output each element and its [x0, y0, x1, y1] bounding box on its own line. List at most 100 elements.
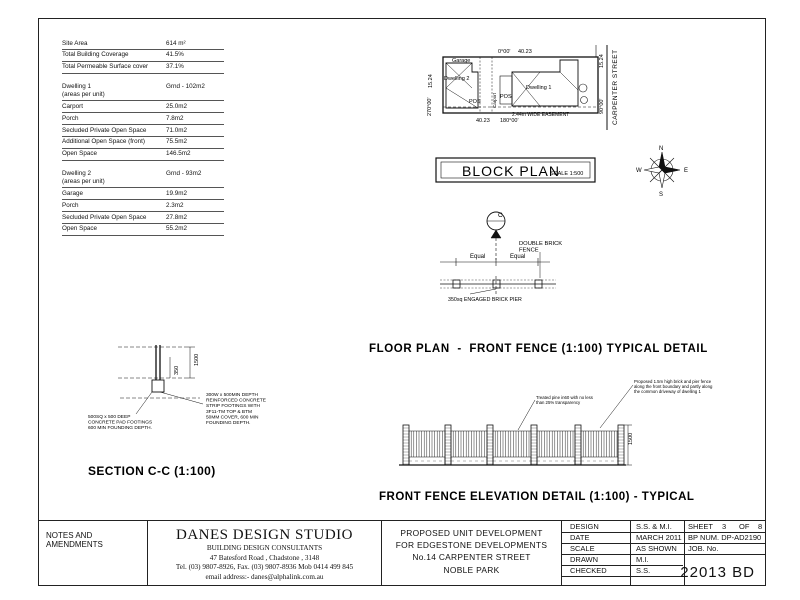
- compass-n: N: [659, 146, 663, 152]
- area-row: Secluded Private Open Space 27.8m2: [62, 212, 224, 224]
- equal-label-1: Equal: [470, 254, 485, 260]
- sheet-value: 3: [722, 522, 727, 531]
- dim-bottom: 40.23: [476, 118, 490, 124]
- area-label: Carport: [62, 102, 83, 110]
- drawn-key: DRAWN: [570, 555, 599, 564]
- area-row: Open Space 55.2m2: [62, 224, 224, 236]
- area-value: 614 m²: [166, 39, 186, 47]
- area-value: 25.0m2: [166, 102, 188, 110]
- area-value: Grnd - 102m2: [166, 83, 205, 91]
- block-plan-scale: SCALE 1:500: [550, 171, 583, 177]
- project-block: PROPOSED UNIT DEVELOPMENT FOR EDGESTONE …: [382, 521, 562, 586]
- dim-top: 40.23: [518, 49, 532, 55]
- studio-email: email address:- danes@alphalink.com.au: [205, 573, 324, 582]
- compass-s: S: [659, 192, 663, 198]
- fence-elevation: [399, 384, 634, 466]
- area-value: 55.2m2: [166, 225, 188, 233]
- area-label: Dwelling 2 (areas per unit): [62, 170, 105, 185]
- checked-key: CHECKED: [570, 566, 607, 575]
- dwelling-2-label: Dwelling 2: [444, 76, 469, 82]
- street-label: CARPENTER STREET: [612, 49, 619, 125]
- project-line-4: NOBLE PARK: [443, 564, 500, 575]
- area-label: Porch: [62, 201, 79, 209]
- drawing-sheet: [38, 18, 766, 586]
- area-value: 41.5%: [166, 51, 184, 59]
- area-value: 146.5m2: [166, 150, 191, 158]
- design-key: DESIGN: [570, 522, 599, 531]
- area-label: Porch: [62, 114, 79, 122]
- area-label: Open Space: [62, 150, 98, 158]
- studio-block: DANES DESIGN STUDIO BUILDING DESIGN CONS…: [148, 521, 382, 586]
- area-label: Open Space: [62, 225, 98, 233]
- elevation-title: FRONT FENCE ELEVATION DETAIL (1:100) - T…: [379, 491, 694, 503]
- carport-outline: [499, 75, 513, 105]
- area-label: Garage: [62, 189, 84, 197]
- brick-pier: [574, 424, 582, 466]
- area-value: 7.8m2: [166, 114, 184, 122]
- equal-label-2: Equal: [510, 254, 525, 260]
- studio-address: 47 Batesford Road , Chadstone , 3148: [209, 553, 320, 562]
- bearing-top: 0°00': [498, 49, 510, 55]
- section-dim-1500: 1500: [194, 354, 200, 366]
- studio-tel: Tel. (03) 9807-8926, Fax. (03) 9807-8936…: [175, 563, 354, 572]
- project-line-2: FOR EDGESTONE DEVELOPMENTS: [395, 540, 548, 551]
- date-key: DATE: [570, 533, 590, 542]
- studio-name: DANES DESIGN STUDIO: [176, 527, 353, 543]
- scale-key: SCALE: [570, 544, 595, 553]
- brick-pier: [530, 424, 538, 466]
- section-marker-letter: C: [498, 212, 503, 219]
- area-row: Open Space 146.5m2: [62, 149, 224, 161]
- site-boundary: [442, 56, 599, 114]
- area-label: Secluded Private Open Space: [62, 213, 147, 221]
- design-value: S.S. & M.I.: [636, 522, 672, 531]
- area-value: 75.5m2: [166, 138, 188, 146]
- brick-pier-label: 350sq ENGAGED BRICK PIER: [448, 297, 522, 303]
- area-label: Total Permeable Surface cover: [62, 63, 149, 71]
- pos-label-2: POS: [469, 99, 481, 105]
- area-value: 71.0m2: [166, 126, 188, 134]
- pos-label-1: POS: [500, 94, 512, 100]
- project-line-1: PROPOSED UNIT DEVELOPMENT: [400, 528, 543, 538]
- area-label: Additional Open Space (front): [62, 138, 145, 146]
- easement-label: 2.44m WIDE EASEMENT: [512, 112, 569, 118]
- area-label: Total Building Coverage: [62, 51, 129, 59]
- area-row: Total Permeable Surface cover 37.1%: [62, 62, 224, 74]
- area-row: Carport 25.0m2: [62, 101, 224, 114]
- block-plan-title: BLOCK PLAN: [462, 163, 560, 179]
- brick-pier: [444, 424, 452, 466]
- dwelling-1-outline: [511, 59, 579, 107]
- scale-value: AS SHOWN: [636, 544, 677, 553]
- studio-consult: BUILDING DESIGN CONSULTANTS: [206, 544, 323, 552]
- checked-value: S.S.: [636, 566, 651, 575]
- bp-number: BP NUM. DP-AD2190: [688, 533, 762, 542]
- bearing-bottom: 180°00': [500, 118, 519, 124]
- block-plan-title-box: [435, 157, 596, 183]
- area-value: Grnd - 93m2: [166, 170, 202, 178]
- info-block: DESIGN S.S. & M.I. SHEET 3 OF 8 DATE MAR…: [562, 521, 766, 586]
- job-key: JOB. No.: [688, 544, 719, 553]
- title-block: NOTES AND AMENDMENTS DANES DESIGN STUDIO…: [38, 520, 766, 586]
- job-number: 22013 BD: [680, 564, 755, 581]
- section-title: SECTION C-C (1:100): [88, 464, 216, 478]
- area-value: 37.1%: [166, 63, 184, 71]
- date-value: MARCH 2011: [636, 533, 682, 542]
- dim-right: 15.24: [599, 54, 605, 68]
- area-label: Secluded Private Open Space: [62, 126, 147, 134]
- area-row: Porch 7.8m2: [62, 113, 224, 126]
- dwelling-1-label: Dwelling 1: [526, 85, 551, 91]
- garage-label: Garage: [452, 58, 470, 64]
- block-plan: [435, 45, 608, 183]
- sheet-key: SHEET: [688, 522, 714, 531]
- section-dim-350: 350: [174, 366, 180, 375]
- area-value: 27.8m2: [166, 213, 188, 221]
- north-compass-icon: [643, 151, 681, 189]
- notes-amendments: NOTES AND AMENDMENTS: [38, 521, 148, 586]
- sheet-of: OF: [739, 522, 750, 531]
- brick-pier: [402, 424, 410, 466]
